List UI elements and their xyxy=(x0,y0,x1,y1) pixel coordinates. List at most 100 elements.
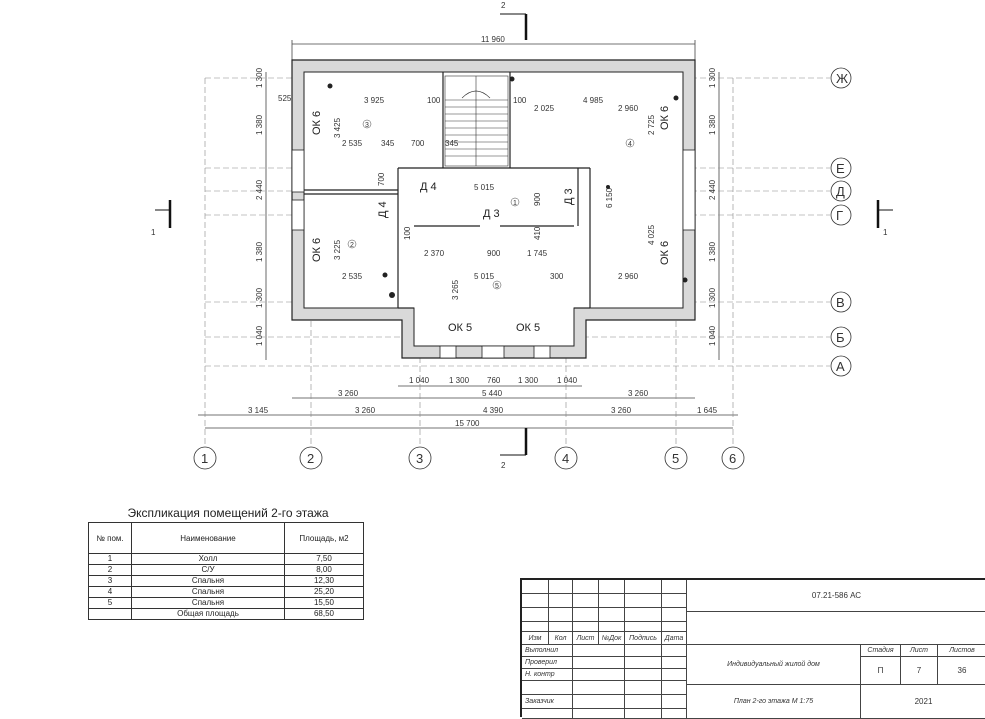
dim: 300 xyxy=(550,272,564,281)
table-row: Общая площадь 68,50 xyxy=(88,608,364,620)
dim: 100 xyxy=(513,96,527,105)
section-mark: 2 xyxy=(501,461,506,470)
axis-label: Ж xyxy=(836,71,848,86)
cell: 68,50 xyxy=(284,608,364,620)
dim: 2 370 xyxy=(424,249,445,258)
dim: 2 725 xyxy=(647,114,656,135)
cell: Спальня xyxy=(131,586,285,598)
role: Н. контр xyxy=(522,669,573,681)
dim: 1 300 xyxy=(708,287,717,308)
axis-label: 5 xyxy=(672,451,679,466)
dim: 1 380 xyxy=(255,241,264,262)
room-explication: Экспликация помещений 2-го этажа № пом. … xyxy=(88,506,368,620)
section-mark: 2 xyxy=(501,1,506,10)
dim: 1 040 xyxy=(255,325,264,346)
col-header: Площадь, м2 xyxy=(284,522,364,554)
cell: Спальня xyxy=(131,597,285,609)
dim: 5 440 xyxy=(482,389,503,398)
cell: 3 xyxy=(88,575,132,587)
axis-label: 3 xyxy=(416,451,423,466)
role: Проверил xyxy=(522,657,573,669)
dim: 6 150 xyxy=(605,187,614,208)
dim: 3 925 xyxy=(364,96,385,105)
room-number: 4 xyxy=(628,141,632,148)
dim: 1 380 xyxy=(708,241,717,262)
dim: 345 xyxy=(445,139,459,148)
col-sign: Подпись xyxy=(625,632,662,645)
room-number: 5 xyxy=(495,283,499,290)
section-mark: 1 xyxy=(883,228,888,237)
sheet-header: Лист xyxy=(901,645,938,657)
col-list: Лист xyxy=(573,632,599,645)
stage-value: П xyxy=(861,657,901,685)
axis-label: Е xyxy=(836,161,845,176)
axis-label: 6 xyxy=(729,451,736,466)
sheet-value: 7 xyxy=(901,657,938,685)
dim: 410 xyxy=(533,226,542,240)
title-block: Изм Кол Лист №Док Подпись Дата Выполнил … xyxy=(520,578,985,719)
cell: Холл xyxy=(131,553,285,565)
dim: 3 260 xyxy=(338,389,359,398)
dim: 525 xyxy=(278,94,292,103)
window-label: ОК 6 xyxy=(311,238,323,262)
cell: 25,20 xyxy=(284,586,364,598)
cell: 15,50 xyxy=(284,597,364,609)
dim: 3 425 xyxy=(333,117,342,138)
dim: 1 300 xyxy=(518,376,539,385)
axis-label: Г xyxy=(836,208,843,223)
dim: 3 260 xyxy=(355,406,376,415)
table-row: 2 С/У 8,00 xyxy=(88,564,364,576)
dim: 1 380 xyxy=(255,114,264,135)
dim: 1 040 xyxy=(409,376,430,385)
dim: 2 960 xyxy=(618,104,639,113)
section-mark: 1 xyxy=(151,228,156,237)
cell: 5 xyxy=(88,597,132,609)
window-label: ОК 6 xyxy=(311,111,323,135)
dim: 5 015 xyxy=(474,183,495,192)
table-row: 4 Спальня 25,20 xyxy=(88,586,364,598)
axis-label: А xyxy=(836,359,845,374)
axis-label: В xyxy=(836,295,845,310)
dim: 760 xyxy=(487,376,501,385)
dim: 4 390 xyxy=(483,406,504,415)
door-label: Д 4 xyxy=(420,181,437,193)
window-label: ОК 5 xyxy=(516,322,540,334)
cell: Общая площадь xyxy=(131,608,285,620)
dim: 1 040 xyxy=(708,325,717,346)
dim-overall-bottom: 15 700 xyxy=(455,419,480,428)
dim-overall-top: 11 960 xyxy=(481,35,505,44)
dim: 100 xyxy=(427,96,441,105)
axis-label: Б xyxy=(836,330,845,345)
dim: 1 380 xyxy=(708,114,717,135)
cell: 2 xyxy=(88,564,132,576)
explication-title: Экспликация помещений 2-го этажа xyxy=(127,506,329,520)
axis-label: Д xyxy=(836,184,845,199)
dim: 1 300 xyxy=(255,67,264,88)
room-number: 2 xyxy=(350,242,354,249)
sheets-value: 36 xyxy=(938,657,985,685)
dim: 5 015 xyxy=(474,272,495,281)
dim: 3 145 xyxy=(248,406,269,415)
dim: 1 300 xyxy=(449,376,470,385)
explication-table: № пом. Наименование Площадь, м2 1 Холл 7… xyxy=(88,522,364,620)
dim: 700 xyxy=(411,139,425,148)
cell: Спальня xyxy=(131,575,285,587)
dim: 2 960 xyxy=(618,272,639,281)
dim: 3 260 xyxy=(611,406,632,415)
dim: 2 025 xyxy=(534,104,555,113)
col-header: Наименование xyxy=(131,522,285,554)
dim: 900 xyxy=(533,192,542,206)
table-row: 1 Холл 7,50 xyxy=(88,553,364,565)
cell: 8,00 xyxy=(284,564,364,576)
col-kol: Кол xyxy=(549,632,573,645)
axis-label: 2 xyxy=(307,451,314,466)
col-date: Дата xyxy=(662,632,687,645)
sheets-header: Листов xyxy=(938,645,985,657)
year: 2021 xyxy=(861,685,985,719)
window-label: ОК 6 xyxy=(659,106,671,130)
axis-label: 1 xyxy=(201,451,208,466)
dim: 2 535 xyxy=(342,272,363,281)
stage-header: Стадия xyxy=(861,645,901,657)
dim: 900 xyxy=(487,249,501,258)
table-row: 3 Спальня 12,30 xyxy=(88,575,364,587)
